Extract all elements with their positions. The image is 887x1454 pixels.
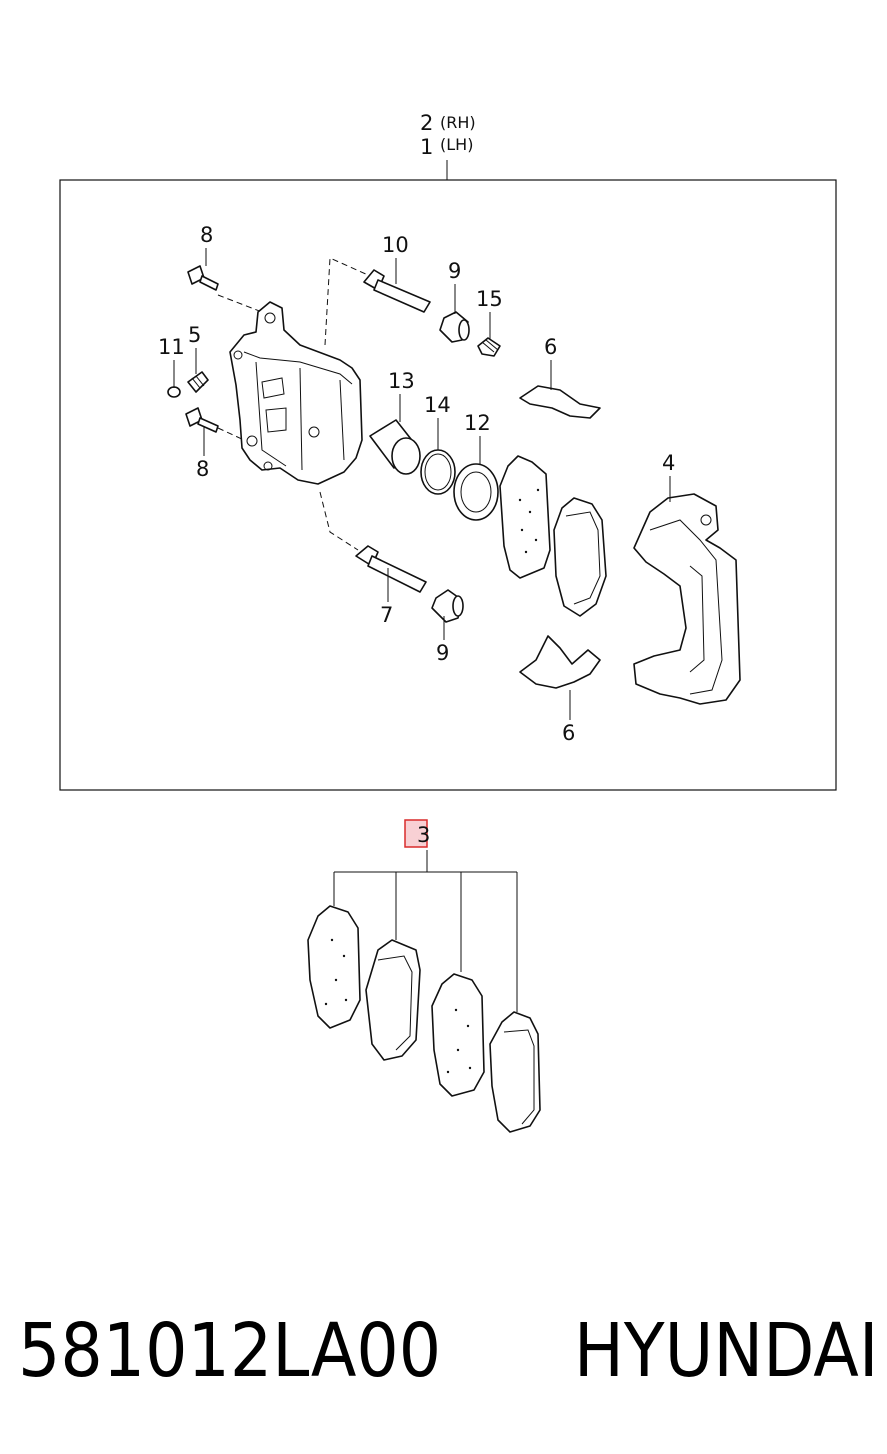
guide-pin-upper[interactable]	[363, 269, 431, 313]
boot-upper[interactable]	[439, 311, 470, 343]
label-boot-upper[interactable]: 9	[448, 259, 461, 283]
label-boot-lower[interactable]: 9	[436, 641, 449, 665]
dash-bolt-lower	[217, 427, 245, 441]
caliper-carrier[interactable]	[633, 493, 741, 705]
highlight-box	[404, 819, 428, 848]
label-bleeder-cap[interactable]: 15	[476, 287, 503, 311]
bolt-lower[interactable]	[185, 407, 219, 433]
label-piston-boot[interactable]: 12	[464, 411, 491, 435]
label-small-cap[interactable]: 11	[158, 335, 185, 359]
boot-lower[interactable]	[431, 589, 464, 623]
small-cap[interactable]	[167, 386, 181, 398]
label-carrier[interactable]: 4	[662, 451, 675, 475]
label-guide-pin-lower[interactable]: 7	[380, 603, 393, 627]
bolt-upper[interactable]	[187, 265, 219, 291]
dash-guide-pin-upper	[324, 257, 369, 346]
clip-lower[interactable]	[519, 635, 601, 689]
bleeder-screw[interactable]	[187, 371, 209, 393]
label-assembly-rh-side: (RH)	[440, 113, 476, 132]
guide-pin-lower[interactable]	[355, 545, 427, 593]
label-pad-kit[interactable]: 3	[417, 823, 430, 847]
piston[interactable]	[369, 419, 421, 475]
brake-pad-inner[interactable]	[499, 455, 551, 579]
brake-pad-outer[interactable]	[553, 497, 607, 617]
label-piston-seal[interactable]: 14	[424, 393, 451, 417]
piston-seal[interactable]	[420, 449, 456, 495]
label-bleeder-screw[interactable]: 5	[188, 323, 201, 347]
label-guide-pin-upper[interactable]: 10	[382, 233, 409, 257]
part-number: 581012LA00	[18, 1308, 442, 1394]
piston-boot[interactable]	[453, 463, 499, 521]
pad-kit-pad-1[interactable]	[307, 905, 361, 1029]
label-assembly-lh-side: (LH)	[440, 135, 473, 154]
label-bolt-upper[interactable]: 8	[200, 223, 213, 247]
label-clip-upper[interactable]: 6	[544, 335, 557, 359]
leader-pad-kit-branches	[333, 871, 518, 1012]
pad-kit-pad-2[interactable]	[365, 939, 421, 1061]
assembly-frame	[59, 179, 837, 791]
dash-bolt-upper	[217, 294, 263, 313]
label-bolt-lower[interactable]: 8	[196, 457, 209, 481]
clip-upper[interactable]	[519, 385, 601, 419]
bleeder-cap[interactable]	[477, 337, 501, 357]
caliper-housing[interactable]	[229, 301, 363, 485]
footer: 581012LA00 HYUNDAI	[18, 1296, 878, 1406]
label-clip-lower[interactable]: 6	[562, 721, 575, 745]
label-piston[interactable]: 13	[388, 369, 415, 393]
label-assembly-rh-number[interactable]: 2	[420, 111, 433, 135]
pad-kit-pad-4[interactable]	[489, 1011, 541, 1133]
brand-name: HYUNDAI	[573, 1308, 878, 1394]
label-assembly-lh-number[interactable]: 1	[420, 135, 433, 159]
pad-kit-pad-3[interactable]	[431, 973, 485, 1097]
dash-guide-pin-lower	[319, 491, 359, 551]
